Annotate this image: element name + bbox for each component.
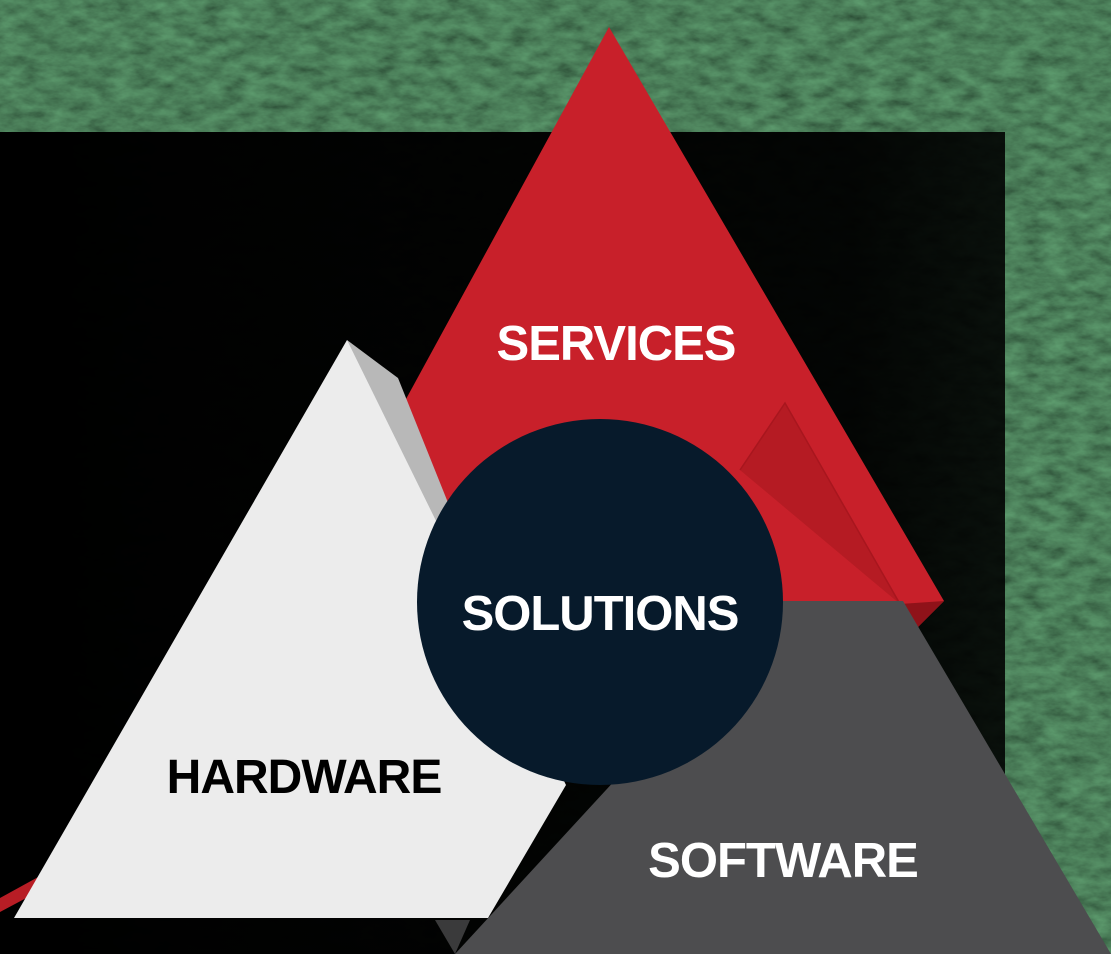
services-label: SERVICES [497, 317, 736, 371]
services-facet [740, 403, 900, 604]
solutions-circle [417, 419, 783, 785]
services-facet-edge [739, 401, 901, 605]
software-shadow [435, 920, 470, 954]
hardware-label: HARDWARE [167, 751, 442, 804]
accent-strip [0, 876, 40, 912]
solutions-label: SOLUTIONS [462, 587, 739, 641]
software-triangle [455, 601, 1111, 954]
software-label: SOFTWARE [648, 834, 918, 888]
services-segment [280, 27, 944, 630]
hardware-triangle [14, 340, 566, 918]
software-segment [435, 601, 1111, 954]
